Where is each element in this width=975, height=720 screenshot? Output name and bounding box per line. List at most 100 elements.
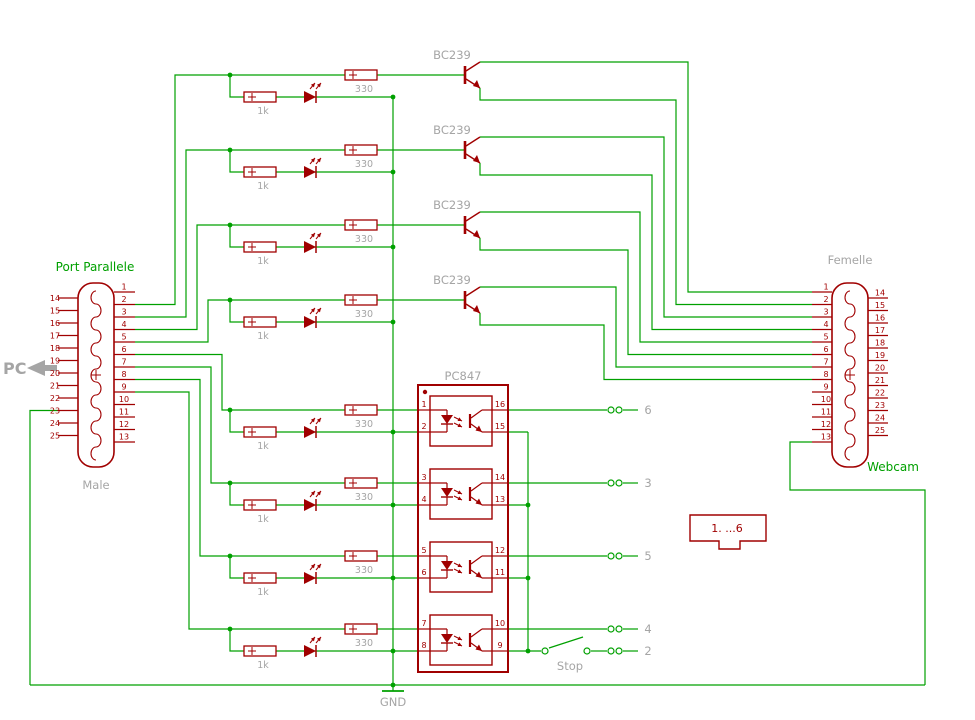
collector-to-port-wire <box>480 211 812 343</box>
pin-number: 5 <box>121 333 126 342</box>
opto-pin-number: 11 <box>495 568 505 577</box>
arrow-head-icon <box>310 158 315 163</box>
junction-dot <box>525 575 531 581</box>
arrow-head-icon <box>316 491 321 496</box>
pin-number: 23 <box>50 407 60 416</box>
arrow-head-icon <box>316 564 321 569</box>
pin-number: 22 <box>875 389 885 398</box>
transistor-collector <box>465 286 481 297</box>
resistor-body <box>243 241 277 253</box>
contact-circle <box>615 552 623 560</box>
cable-range-label: 1. ...6 <box>711 522 742 535</box>
pin-number: 24 <box>875 414 885 423</box>
pin-number: 23 <box>875 401 885 410</box>
photo-collector <box>470 409 483 419</box>
generated-labels-layer: 3301kBC2393301kBC2393301kBC2393301kBC239… <box>50 48 885 671</box>
pin-number: 24 <box>50 419 60 428</box>
pin-number: 11 <box>821 408 831 417</box>
emitter-to-port-wire <box>479 238 812 356</box>
emitter-arrow-icon <box>475 644 482 651</box>
opto-pin-number: 12 <box>495 546 505 555</box>
opto-led-triangle-icon <box>441 561 453 570</box>
transistor-collector <box>465 61 481 72</box>
pin-number: 19 <box>50 357 60 366</box>
pin-number: 17 <box>50 332 60 341</box>
arrow-head-icon <box>310 233 315 238</box>
contact-circle <box>607 625 615 633</box>
pin-number: 3 <box>823 308 828 317</box>
led-branch-wire <box>229 75 393 98</box>
db25-male-body <box>77 282 115 468</box>
led-branch-wire <box>229 483 393 506</box>
port-feed-wire <box>135 224 230 331</box>
junction-dot <box>390 575 396 581</box>
led-branch-wire <box>229 556 393 579</box>
resistor-value: 1k <box>257 256 269 267</box>
pin-number: 3 <box>121 308 126 317</box>
arrow-head-icon <box>316 158 321 163</box>
junction-dot <box>227 147 233 153</box>
pin-number: 19 <box>875 351 885 360</box>
arrow-head-icon <box>457 417 462 421</box>
pc-label: PC <box>3 359 26 378</box>
opto-pin-number: 1 <box>421 400 426 409</box>
pin-number: 2 <box>823 295 828 304</box>
resistor-body <box>344 219 378 231</box>
resistor-value: 1k <box>257 181 269 192</box>
opto-unit-box <box>429 468 493 520</box>
optocoupler-label: PC847 <box>445 369 482 383</box>
resistor-value: 1k <box>257 514 269 525</box>
resistor-body <box>243 499 277 511</box>
resistor-body <box>344 477 378 489</box>
resistor-value: 330 <box>355 84 373 95</box>
pin-number: 1 <box>121 283 126 292</box>
gnd-right-riser <box>789 441 926 685</box>
arrow-head-icon <box>310 418 315 423</box>
pin-number: 9 <box>121 383 126 392</box>
arrow-head-icon <box>457 496 462 500</box>
pin-number: 18 <box>875 339 885 348</box>
port-feed-wire <box>135 391 230 630</box>
resistor-value: 1k <box>257 441 269 452</box>
contact-circle <box>615 625 623 633</box>
db25-female-body <box>831 282 869 468</box>
pin-number: 16 <box>875 314 885 323</box>
pin-number: 21 <box>875 376 885 385</box>
arrow-head-icon <box>457 563 462 567</box>
contact-circle <box>607 406 615 414</box>
opto-pin-number: 10 <box>495 619 505 628</box>
output-pin-number: 6 <box>644 403 651 417</box>
arrow-head-icon <box>316 83 321 88</box>
pin-number: 18 <box>50 344 60 353</box>
pin-number: 11 <box>119 408 129 417</box>
arrow-head-icon <box>457 642 462 646</box>
resistor-value: 330 <box>355 565 373 576</box>
pin-number: 16 <box>50 319 60 328</box>
pin-number: 5 <box>823 333 828 342</box>
contact-circle <box>615 479 623 487</box>
photo-collector <box>470 555 483 565</box>
led-triangle-icon <box>304 426 316 438</box>
pin-number: 6 <box>121 345 126 354</box>
arrow-head-icon <box>457 490 462 494</box>
arrow-head-icon <box>310 491 315 496</box>
emitter-arrow-icon <box>475 571 482 578</box>
junction-dot <box>390 502 396 508</box>
arrow-head-icon <box>310 83 315 88</box>
pin-number: 9 <box>823 383 828 392</box>
emitter-arrow-icon <box>475 498 482 505</box>
pin-number: 12 <box>821 420 831 429</box>
opto-pin-number: 16 <box>495 400 505 409</box>
led-triangle-icon <box>304 499 316 511</box>
pin-number: 2 <box>121 295 126 304</box>
arrow-head-icon <box>310 637 315 642</box>
opto-pin-number: 5 <box>421 546 426 555</box>
resistor-value: 330 <box>355 638 373 649</box>
opto-unit-box <box>429 395 493 447</box>
pin-number: 8 <box>121 370 126 379</box>
pc-arrow-icon <box>27 360 57 376</box>
opto-pin-number: 2 <box>421 422 426 431</box>
contact-circle <box>615 406 623 414</box>
emitter-arrow-icon <box>475 425 482 432</box>
pin-number: 17 <box>875 326 885 335</box>
